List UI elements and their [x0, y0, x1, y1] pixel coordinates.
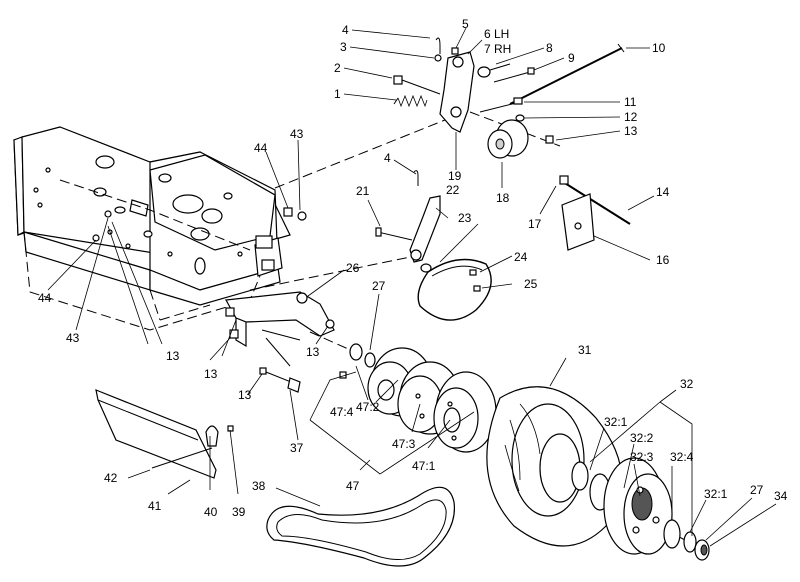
upper-idler-assembly — [92, 37, 631, 321]
callout-label: 25 — [524, 277, 538, 291]
callout-label: 32:3 — [630, 450, 654, 464]
callout-label: 32 — [680, 377, 694, 391]
drive-belt — [266, 486, 456, 567]
callout-label: 13 — [306, 345, 320, 359]
callout-label: 47:2 — [356, 400, 380, 414]
callout-label: 6 LH — [484, 27, 509, 41]
callout-label: 13 — [624, 124, 638, 138]
callout-label: 16 — [656, 253, 670, 267]
callout-label: 9 — [568, 51, 575, 65]
callout-labels: 4 5 6 LH 7 RH 3 8 9 10 2 1 11 12 13 19 1… — [38, 17, 788, 519]
callout-label: 40 — [204, 505, 218, 519]
callout-label: 41 — [148, 499, 162, 513]
callout-label: 4 — [342, 23, 349, 37]
callout-label: 39 — [232, 505, 246, 519]
chassis-frame — [13, 126, 291, 331]
side-shield — [95, 389, 234, 479]
callout-label: 3 — [340, 40, 347, 54]
callout-label: 23 — [458, 211, 472, 225]
pulley-stack — [339, 343, 497, 453]
callout-label: 13 — [204, 367, 218, 381]
callout-label: 14 — [656, 185, 670, 199]
callout-label: 1 — [334, 87, 341, 101]
linkage-bracket — [225, 291, 335, 393]
callout-label: 42 — [104, 471, 118, 485]
callout-label: 47:4 — [330, 405, 354, 419]
callout-label: 32:1 — [704, 487, 728, 501]
callout-label: 43 — [290, 127, 304, 141]
callout-label: 38 — [252, 479, 266, 493]
callout-label: 2 — [334, 61, 341, 75]
callout-label: 44 — [38, 291, 52, 305]
callout-label: 27 — [750, 483, 764, 497]
callout-label: 43 — [66, 331, 80, 345]
callout-label: 11 — [624, 95, 637, 109]
callout-label: 22 — [446, 183, 460, 197]
callout-label: 8 — [546, 41, 553, 55]
callout-label: 31 — [578, 343, 592, 357]
callout-label: 34 — [774, 489, 788, 503]
wheel-tire — [486, 386, 623, 547]
callout-label: 24 — [514, 250, 528, 264]
callout-label: 7 RH — [484, 42, 511, 56]
callout-label: 13 — [166, 349, 180, 363]
callout-label: 12 — [624, 110, 638, 124]
callout-label: 4 — [384, 151, 391, 165]
callout-label: 10 — [652, 41, 666, 55]
callout-label: 19 — [448, 169, 462, 183]
callout-label: 47 — [346, 479, 360, 493]
callout-label: 32:1 — [604, 415, 628, 429]
callout-label: 5 — [462, 17, 469, 31]
callout-label: 26 — [346, 261, 360, 275]
callout-label: 32:2 — [630, 431, 654, 445]
callout-label: 17 — [528, 217, 542, 231]
callout-label: 18 — [496, 191, 510, 205]
callout-label: 44 — [254, 141, 268, 155]
wheel-hub — [571, 457, 710, 561]
callout-label: 21 — [356, 184, 370, 198]
callout-label: 27 — [372, 279, 386, 293]
callout-label: 32:4 — [670, 450, 694, 464]
callout-label: 47:3 — [392, 437, 416, 451]
callout-leaders — [47, 27, 777, 547]
callout-label: 13 — [238, 388, 252, 402]
callout-label: 47:1 — [412, 459, 436, 473]
callout-label: 37 — [290, 441, 304, 455]
